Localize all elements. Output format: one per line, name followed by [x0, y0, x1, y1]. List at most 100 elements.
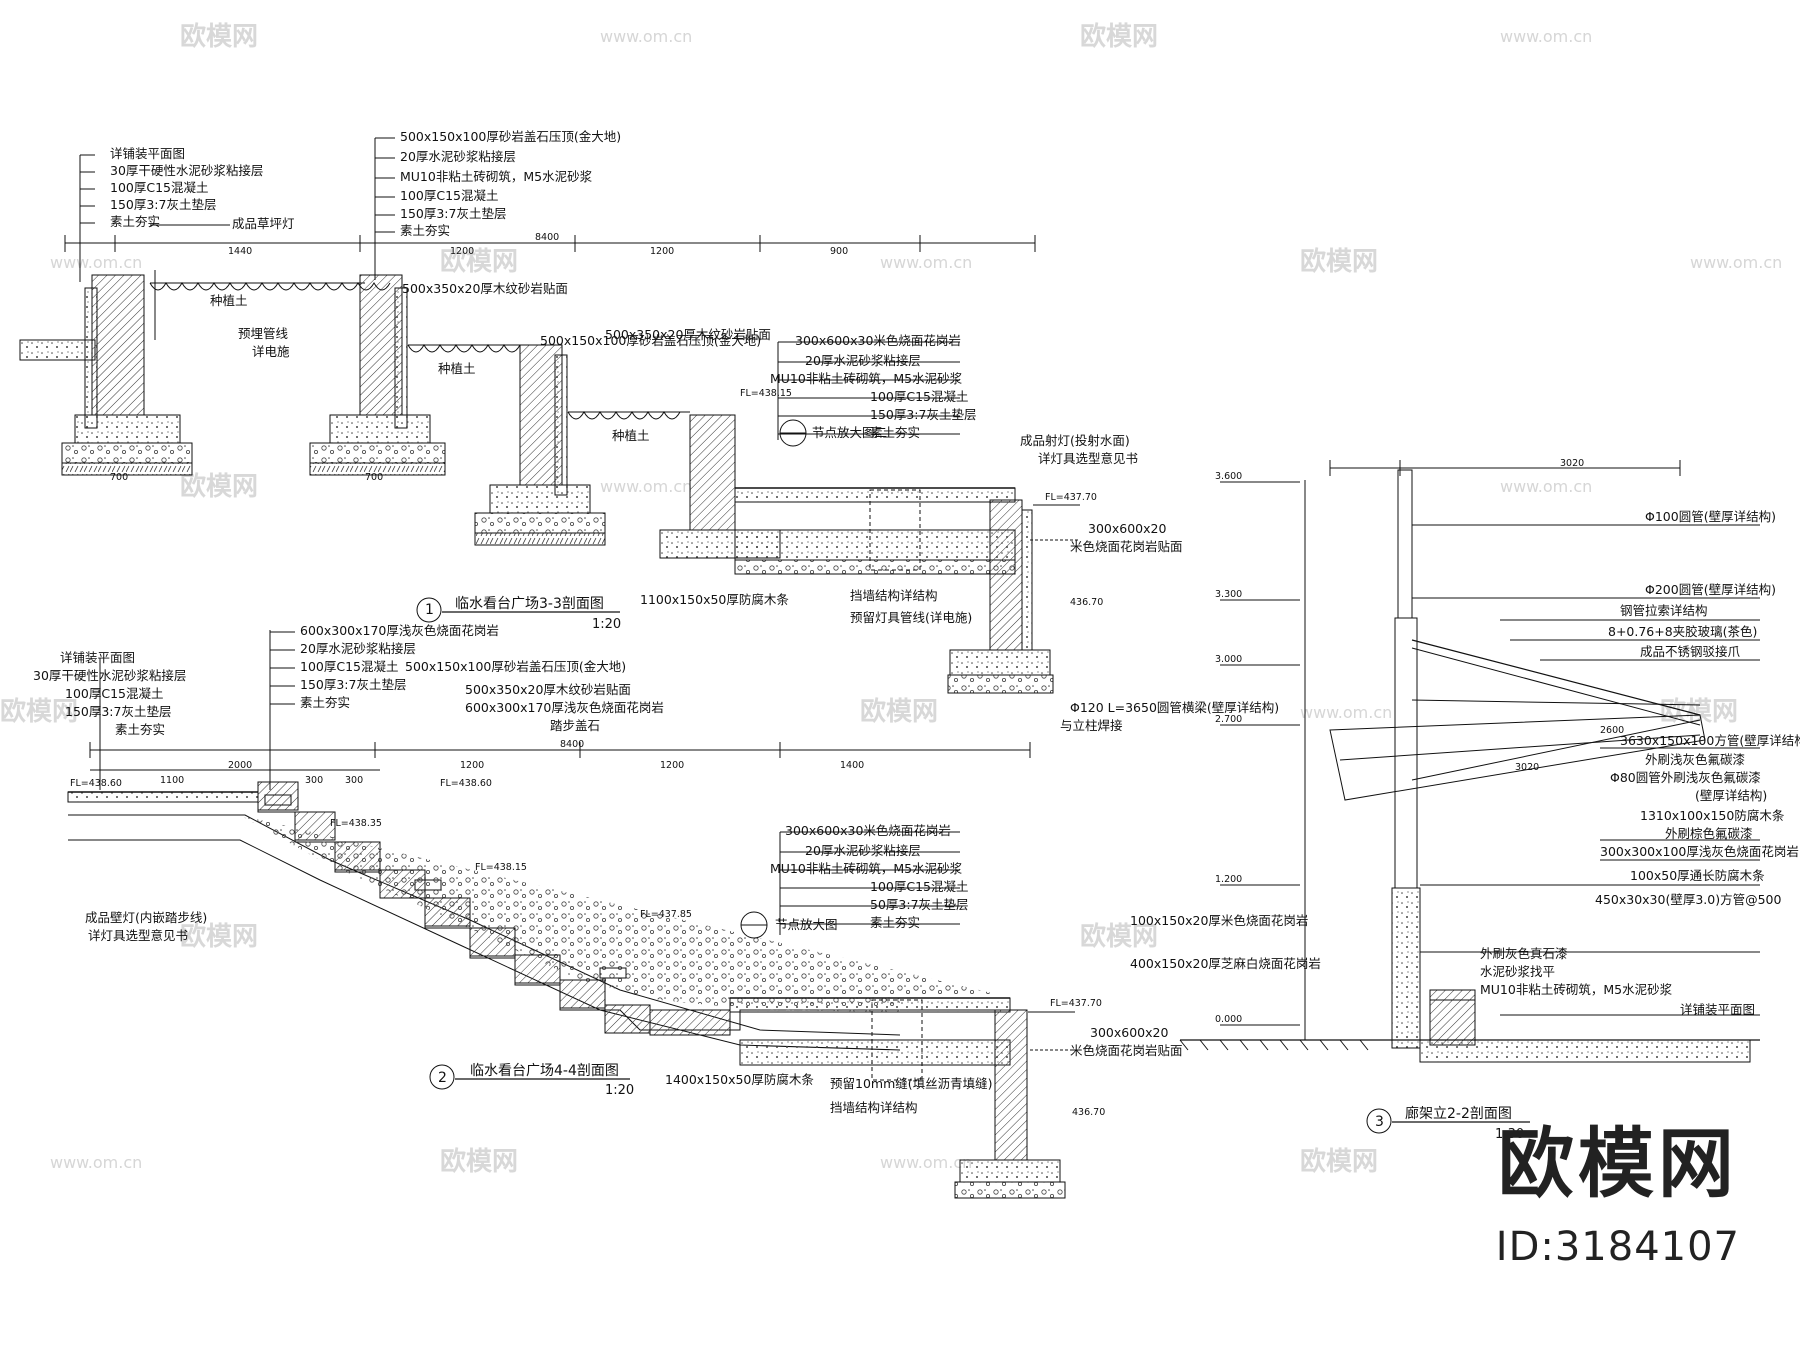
note: Φ80圆管外刷浅灰色氟碳漆: [1610, 770, 1761, 785]
watermark-brand: 欧模网: [440, 246, 518, 277]
note: 300x300x100厚浅灰色烧面花岗岩: [1600, 844, 1799, 859]
note: 100厚C15混凝土: [400, 188, 499, 203]
note: 150厚3:7灰土垫层: [300, 677, 406, 692]
note: 详铺装平面图: [60, 650, 135, 665]
watermark-brand: 欧模网: [180, 21, 258, 52]
note: 与立柱焊接: [1060, 718, 1123, 733]
watermark-brand: 欧模网: [180, 471, 258, 502]
note: 素土夯实: [870, 915, 920, 930]
note: 600x300x170厚浅灰色烧面花岗岩: [465, 700, 664, 715]
watermark-url: www.om.cn: [880, 253, 972, 272]
section-3-3-text: 详铺装平面图 30厚干硬性水泥砂浆粘接层 100厚C15混凝土 150厚3:7灰…: [110, 129, 1183, 632]
note: 500x350x20厚木纹砂岩贴面: [465, 682, 631, 697]
level: 3.000: [1215, 654, 1242, 665]
watermark-brand: 欧模网: [0, 696, 78, 727]
dim: 8400: [535, 232, 559, 243]
dim: 300: [305, 775, 323, 786]
note: 500x350x20厚木纹砂岩贴面: [402, 281, 568, 296]
watermark-url: www.om.cn: [600, 27, 692, 46]
node-label: 节点放大图: [775, 917, 838, 932]
note: 150厚3:7灰土垫层: [110, 197, 216, 212]
watermark-brand: 欧模网: [860, 696, 938, 727]
strip-label: 1400x150x50厚防腐木条: [665, 1072, 814, 1087]
soil-label: 种植土: [438, 361, 476, 376]
conduit-label: 详电施: [252, 344, 290, 359]
note: 素土夯实: [400, 223, 450, 238]
brand-mark: 欧模网 ID:3184107: [1496, 1119, 1740, 1271]
dim: 3020: [1515, 762, 1539, 773]
note: 300x600x30米色烧面花岗岩: [795, 333, 961, 348]
section-scale: 1:20: [605, 1083, 634, 1098]
section-2-2-text: 3020 2600 3020 3.600 3.300 3.000 2.700 1…: [1060, 458, 1800, 1142]
note: (壁厚详结构): [1695, 788, 1767, 803]
level: FL=438.60: [70, 778, 122, 789]
note: 素土夯实: [870, 425, 920, 440]
note: MU10非粘土砖砌筑，M5水泥砂浆: [400, 169, 593, 184]
note: 30厚干硬性水泥砂浆粘接层: [110, 163, 263, 178]
dim: 1200: [650, 246, 674, 257]
note: 100厚C15混凝土: [870, 389, 969, 404]
watermark-url: www.om.cn: [1500, 27, 1592, 46]
section-number: 2: [438, 1070, 447, 1086]
watermark-brand: 欧模网: [1660, 696, 1738, 727]
watermark-layer: 欧模网 www.om.cn 欧模网 www.om.cn www.om.cn 欧模…: [0, 21, 1782, 1177]
brand-logo: 欧模网: [1497, 1119, 1738, 1208]
watermark-url: www.om.cn: [1690, 253, 1782, 272]
note: 100厚C15混凝土: [110, 180, 209, 195]
note: 100x150x20厚米色烧面花岗岩: [1130, 913, 1308, 928]
note: 详铺装平面图: [1680, 1002, 1755, 1017]
watermark-url: www.om.cn: [50, 253, 142, 272]
watermark-url: www.om.cn: [50, 1153, 142, 1172]
note: 素土夯实: [300, 695, 350, 710]
note: 外刷灰色真石漆: [1480, 946, 1568, 961]
note: 踏步盖石: [550, 718, 600, 733]
note: 600x300x170厚浅灰色烧面花岗岩: [300, 623, 499, 638]
dim: 3020: [1560, 458, 1584, 469]
section-number: 1: [425, 602, 434, 618]
strip-label: 1100x150x50厚防腐木条: [640, 592, 789, 607]
level: FL=437.85: [640, 909, 692, 920]
gap-label: 预留10mm缝(填丝沥青填缝): [830, 1076, 993, 1091]
facing-label: 300x600x20: [1090, 1025, 1168, 1040]
wall-label: 挡墙结构详结构: [850, 588, 938, 603]
wall-label: 挡墙结构详结构: [830, 1100, 918, 1115]
note: 水泥砂浆找平: [1480, 964, 1555, 979]
dim: 700: [110, 472, 128, 483]
dim: 700: [365, 472, 383, 483]
note: 50厚3:7灰土垫层: [870, 897, 969, 912]
note: 150厚3:7灰土垫层: [65, 704, 171, 719]
note: 详铺装平面图: [110, 146, 185, 161]
dim: 8400: [560, 739, 584, 750]
note: 20厚水泥砂浆粘接层: [300, 641, 416, 656]
note: 素土夯实: [110, 214, 160, 229]
conduit-label: 预埋管线: [238, 326, 289, 341]
note: 20厚水泥砂浆粘接层: [805, 843, 921, 858]
level: 3.600: [1215, 471, 1242, 482]
watermark-url: www.om.cn: [600, 477, 692, 496]
note: Φ120 L=3650圆管横梁(壁厚详结构): [1070, 700, 1279, 715]
dim: 1200: [660, 760, 684, 771]
dim: 1200: [450, 246, 474, 257]
watermark-brand: 欧模网: [1080, 21, 1158, 52]
level: FL=438.15: [740, 388, 792, 399]
watermark-brand: 欧模网: [1300, 246, 1378, 277]
section-title: 临水看台广场4-4剖面图: [470, 1063, 619, 1079]
note: 450x30x30(壁厚3.0)方管@500: [1595, 892, 1782, 907]
section-2-2: [1179, 460, 1760, 1134]
watermark-url: www.om.cn: [1500, 477, 1592, 496]
watermark-brand: 欧模网: [1080, 921, 1158, 952]
soil-label: 种植土: [210, 293, 248, 308]
note: 外刷棕色氟碳漆: [1665, 826, 1753, 841]
note: 外刷浅灰色氟碳漆: [1645, 752, 1745, 767]
watermark-brand: 欧模网: [1300, 1146, 1378, 1177]
conduit-label: 预留灯具管线(详电施): [850, 610, 972, 625]
dim: 2000: [228, 760, 252, 771]
section-4-4-text: 详铺装平面图 30厚干硬性水泥砂浆粘接层 100厚C15混凝土 150厚3:7灰…: [33, 623, 1183, 1118]
section-scale: 1:30: [1495, 1127, 1524, 1142]
section-title: 廊架立2-2剖面图: [1405, 1105, 1512, 1122]
level: 436.70: [1072, 1107, 1105, 1118]
watermark-url: www.om.cn: [1300, 703, 1392, 722]
level: FL=437.70: [1050, 998, 1102, 1009]
note: MU10非粘土砖砌筑，M5水泥砂浆: [770, 861, 963, 876]
